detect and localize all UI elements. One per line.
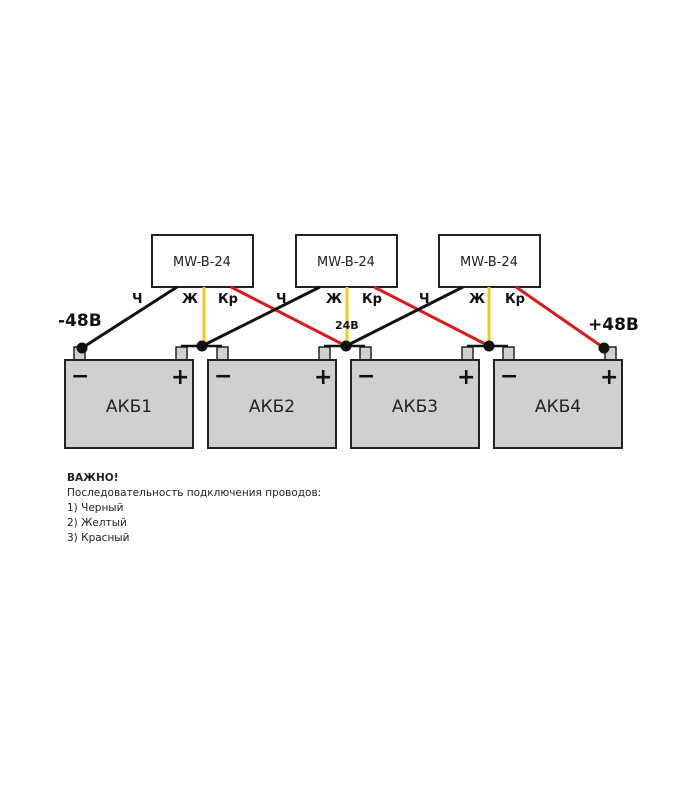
minus-sign: − [214, 364, 232, 389]
wire-label-yellow: Ж [182, 292, 198, 307]
wire-label-yellow: Ж [326, 292, 342, 307]
negative-terminal [502, 346, 515, 361]
converter-label: MW-B-24 [173, 255, 231, 270]
battery-label: АКБ2 [249, 397, 295, 417]
battery-body [207, 359, 337, 449]
wire-label-yellow: Ж [469, 292, 485, 307]
plus-sign: + [600, 365, 618, 390]
note-step-1: 1) Черный [67, 502, 124, 514]
battery-label: АКБ4 [535, 397, 581, 417]
converter-1: MW-B-24Ч Ж Кр [132, 234, 254, 307]
red-wire [515, 285, 605, 350]
wire-label-red: Кр [362, 292, 382, 307]
junction-dot [76, 342, 88, 354]
battery-3: − + АКБ3 [350, 346, 480, 449]
wire-label-black: Ч [419, 292, 430, 307]
minus-sign: − [500, 364, 518, 389]
wire-label-black: Ч [132, 292, 143, 307]
positive-terminal [318, 346, 331, 361]
junction-dot [598, 342, 610, 354]
note-subtitle: Последовательность подключения проводов: [67, 487, 322, 499]
negative-terminal [216, 346, 229, 361]
wire-label-red: Кр [505, 292, 525, 307]
black-wire [201, 285, 321, 348]
positive-terminal [461, 346, 474, 361]
important-note: ВАЖНО! Последовательность подключения пр… [67, 471, 321, 546]
minus-sign: − [357, 364, 375, 389]
battery-1: − + АКБ1 [64, 346, 194, 449]
battery-body [493, 359, 623, 449]
voltage-middle-label: 24В [335, 319, 359, 332]
black-wire [345, 285, 464, 348]
plus-sign: + [171, 365, 189, 390]
plus-sign: + [314, 365, 332, 390]
battery-label: АКБ3 [392, 397, 438, 417]
converter-box [295, 234, 398, 288]
junction-dot [483, 340, 495, 352]
battery-body [64, 359, 194, 449]
red-wire [373, 285, 490, 348]
note-step-3: 3) Красный [67, 532, 130, 544]
battery-2: − + АКБ2 [207, 346, 337, 449]
converter-label: MW-B-24 [460, 255, 518, 270]
wire-label-red: Кр [218, 292, 238, 307]
voltage-negative-label: -48В [58, 311, 102, 331]
note-step-2: 2) Желтый [67, 517, 127, 529]
converter-label: MW-B-24 [317, 255, 375, 270]
junction-dot [340, 340, 352, 352]
wire-label-black: Ч [276, 292, 287, 307]
converter-3: MW-B-24Ч Ж Кр [419, 234, 541, 307]
plus-sign: + [457, 365, 475, 390]
negative-terminal [359, 346, 372, 361]
junction-dot [196, 340, 208, 352]
converter-2: MW-B-24Ч Ж Кр [276, 234, 398, 307]
converter-box [438, 234, 541, 288]
battery-body [350, 359, 480, 449]
black-wire [81, 285, 178, 350]
red-wire [230, 285, 347, 348]
battery-4: − + АКБ4 [493, 346, 623, 449]
voltage-positive-label: +48В [588, 315, 639, 335]
battery-label: АКБ1 [106, 397, 152, 417]
note-title: ВАЖНО! [67, 472, 119, 484]
positive-terminal [175, 346, 188, 361]
minus-sign: − [71, 364, 89, 389]
